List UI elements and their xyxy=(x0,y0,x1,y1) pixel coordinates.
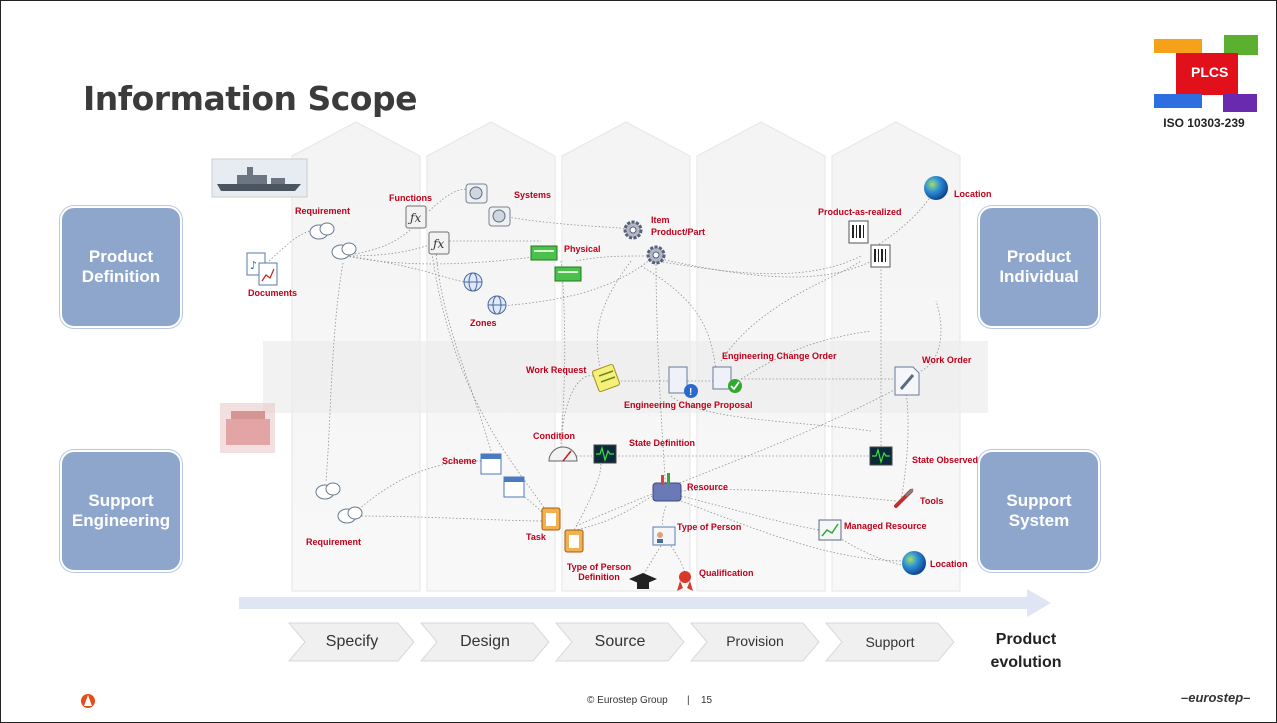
phase-chevrons xyxy=(287,622,955,662)
iso-standard: ISO 10303-239 xyxy=(1163,116,1245,130)
phase-support: Support xyxy=(865,634,915,650)
label-task: Task xyxy=(526,532,546,542)
svg-text:♪: ♪ xyxy=(250,259,257,272)
cloud-icon xyxy=(309,222,357,260)
label-work-request: Work Request xyxy=(526,365,587,375)
ribbon-icon xyxy=(677,571,693,591)
person-card-icon xyxy=(652,526,676,546)
label-item: Item xyxy=(651,215,670,225)
clipboard-icon xyxy=(541,507,584,553)
label-work-order: Work Order xyxy=(922,355,972,365)
phase-provision: Provision xyxy=(726,633,784,649)
label-state-definition: State Definition xyxy=(629,438,696,448)
physical-icon xyxy=(530,245,582,282)
tools-icon xyxy=(894,488,914,508)
logo-a-icon xyxy=(81,694,95,708)
resource-icon xyxy=(652,473,682,502)
documents-icon: ♪ xyxy=(246,252,278,286)
globe-icon xyxy=(902,176,948,575)
footer-separator: | xyxy=(687,695,690,706)
support-engineering-box: Support Engineering xyxy=(60,450,182,572)
phase-specify: Specify xyxy=(325,633,379,650)
label-product-as-realized: Product-as-realized xyxy=(818,207,902,217)
ship-image xyxy=(211,158,308,198)
label-location-bottom: Location xyxy=(930,559,968,569)
phase-design: Design xyxy=(460,633,510,650)
label-location-top: Location xyxy=(954,189,992,199)
plcs-logo xyxy=(1154,35,1258,112)
product-individual-box: Product Individual xyxy=(978,206,1100,328)
evolution-arrow xyxy=(239,589,1051,617)
label-systems: Systems xyxy=(514,190,552,200)
label-type-of-person-definition: Type of Person Definition xyxy=(566,562,632,582)
graduation-cap-icon xyxy=(629,573,657,589)
systems-icon xyxy=(465,183,511,227)
product-definition-box: Product Definition xyxy=(60,206,182,328)
calendar-icon xyxy=(480,453,525,498)
label-documents: Documents xyxy=(248,288,298,298)
function-icon: ƒx ƒx xyxy=(405,205,450,255)
label-zones: Zones xyxy=(470,318,497,328)
svg-text:ƒx: ƒx xyxy=(430,237,444,251)
scroll-icon: ! xyxy=(668,366,742,398)
label-qualification: Qualification xyxy=(699,568,754,578)
notepad-icon xyxy=(591,363,621,393)
label-engineering-change-proposal: Engineering Change Proposal xyxy=(624,400,753,410)
toolbox-image xyxy=(220,403,275,453)
zones-icon xyxy=(463,272,507,315)
wrench-document-icon xyxy=(894,366,920,396)
gauge-icon xyxy=(548,446,578,462)
cloud-icon xyxy=(315,482,363,524)
label-managed-resource: Managed Resource xyxy=(844,521,927,531)
barcode-icon xyxy=(848,220,891,268)
label-product-part: Product/Part xyxy=(651,227,706,237)
label-type-of-person: Type of Person xyxy=(677,522,742,532)
footer-copyright: © Eurostep Group xyxy=(587,695,668,706)
label-resource: Resource xyxy=(687,482,729,492)
gear-icon xyxy=(623,220,666,265)
label-functions: Functions xyxy=(389,193,432,203)
page-title: Information Scope xyxy=(83,79,417,118)
footer-page-number: 15 xyxy=(701,695,713,706)
label-requirement-top: Requirement xyxy=(295,206,351,216)
chart-icon xyxy=(818,519,842,541)
label-state-observed: State Observed xyxy=(912,455,979,465)
svg-text:!: ! xyxy=(689,387,692,398)
label-condition: Condition xyxy=(533,431,575,441)
waveform-icon xyxy=(593,444,893,466)
svg-text:ƒx: ƒx xyxy=(407,211,421,225)
eurostep-logo: –eurostep– xyxy=(1181,690,1251,705)
band xyxy=(263,341,988,413)
product-evolution-label: Product evolution xyxy=(990,631,1062,671)
support-system-box: Support System xyxy=(978,450,1100,572)
label-scheme: Scheme xyxy=(442,456,477,466)
label-tools: Tools xyxy=(920,496,944,506)
label-physical: Physical xyxy=(564,244,601,254)
label-engineering-change-order: Engineering Change Order xyxy=(722,351,837,361)
plcs-acronym: PLCS xyxy=(1191,64,1229,80)
phase-source: Source xyxy=(594,633,646,650)
label-requirement-bottom: Requirement xyxy=(306,537,362,547)
